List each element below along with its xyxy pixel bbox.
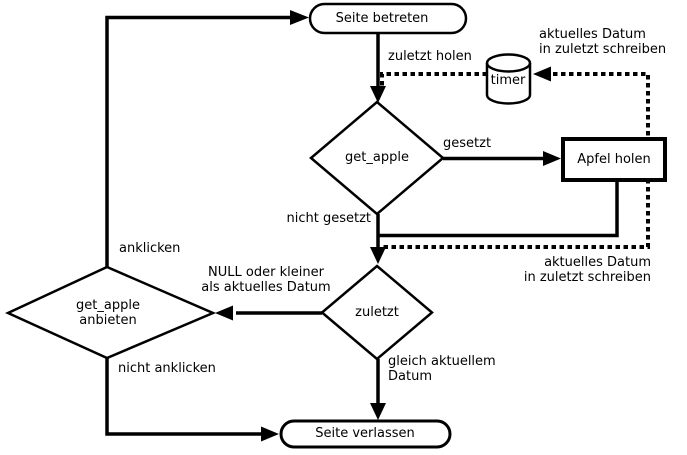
null-kleiner-line2: als aktuelles Datum — [201, 280, 331, 295]
edge-nicht-anklicken-to-seite-verlassen — [105, 357, 264, 436]
datum-schreiben-bottom-label: aktuelles Datum in zuletzt schreiben — [524, 255, 651, 285]
nicht-anklicken-label: nicht anklicken — [118, 361, 216, 376]
arrowhead-into-anbieten — [215, 305, 233, 321]
process-apfel-holen — [561, 137, 667, 182]
null-kleiner-label: NULL oder kleiner als aktuelles Datum — [201, 265, 330, 295]
arrowhead-into-timer — [533, 66, 551, 82]
edge-datum-schreiben-dotted — [380, 72, 650, 249]
get-apple-anbieten-label: get_apple anbieten — [76, 298, 140, 328]
apfel-holen-label: Apfel holen — [577, 152, 651, 167]
nicht-gesetzt-label: nicht gesetzt — [286, 211, 371, 226]
anklicken-label: anklicken — [119, 241, 181, 256]
decision-get-apple — [309, 100, 445, 216]
edge-anklicken-to-seite-betreten — [105, 15, 292, 267]
datum-schreiben-bottom-line2: in zuletzt schreiben — [523, 270, 651, 285]
decision-zuletzt — [320, 264, 434, 361]
gleich-datum-label: gleich aktuellem Datum — [388, 354, 496, 384]
datastore-timer-top — [485, 53, 532, 73]
seite-betreten-label: Seite betreten — [335, 11, 429, 26]
gesetzt-label: gesetzt — [443, 136, 492, 151]
zuletzt-holen-label: zuletzt holen — [388, 49, 472, 64]
get-apple-anbieten-label-line1: get_apple — [76, 298, 140, 313]
edge-zuletzt-holen-dotted — [380, 72, 487, 88]
timer-label: timer — [490, 73, 526, 88]
datum-schreiben-bottom-line1: aktuelles Datum — [544, 255, 651, 270]
terminator-seite-verlassen — [279, 419, 452, 449]
null-kleiner-line1: NULL oder kleiner — [208, 265, 324, 280]
arrowhead-into-verlassen-top — [370, 403, 386, 420]
arrowhead-into-verlassen-left — [261, 426, 279, 442]
terminator-seite-betreten — [308, 2, 468, 35]
arrowhead-into-zuletzt — [370, 247, 386, 264]
seite-verlassen-label: Seite verlassen — [315, 426, 415, 441]
decision-get-apple-anbieten — [5, 265, 217, 360]
arrowhead-into-apfel-holen — [543, 151, 561, 166]
datum-schreiben-top-line2: in zuletzt schreiben — [539, 42, 667, 57]
datum-schreiben-top-line1: aktuelles Datum — [539, 27, 646, 42]
zuletzt-label: zuletzt — [355, 305, 399, 320]
arrowhead-into-get-apple — [370, 86, 386, 103]
datum-schreiben-top-label: aktuelles Datum in zuletzt schreiben — [539, 27, 666, 57]
edge-apfel-holen-return — [378, 180, 619, 238]
get-apple-label: get_apple — [345, 150, 409, 165]
datastore-timer-body — [485, 63, 532, 105]
arrowhead-into-seite-betreten — [290, 10, 309, 25]
gleich-datum-line1: gleich aktuellem — [388, 354, 496, 369]
gleich-datum-line2: Datum — [388, 369, 432, 384]
get-apple-anbieten-label-line2: anbieten — [79, 313, 137, 328]
